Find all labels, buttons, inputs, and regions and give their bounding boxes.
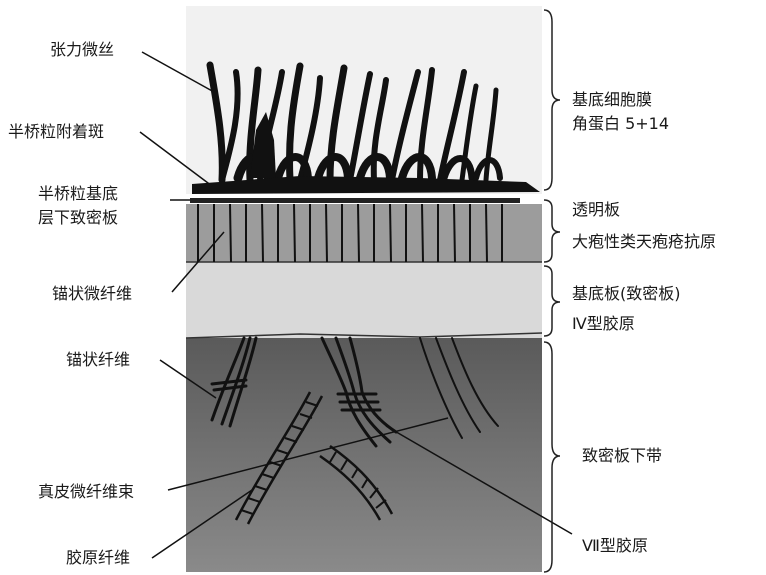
label-collagen-fibers: 胶原纤维 (66, 548, 130, 568)
label-anchoring-filaments: 锚状微纤维 (52, 284, 132, 304)
label-lamina-lucida: 透明板 (572, 200, 620, 220)
label-type-vii-collagen: Ⅶ型胶原 (582, 536, 648, 556)
label-hemidesmosome-plaque: 半桥粒附着斑 (8, 122, 104, 142)
lamina-densa-band (186, 262, 542, 338)
label-type-iv-collagen: Ⅳ型胶原 (572, 314, 635, 334)
right-braces (544, 10, 560, 572)
label-sublamina-densa: 致密板下带 (582, 446, 662, 466)
label-tonofilaments: 张力微丝 (50, 40, 114, 60)
label-keratin: 角蛋白 5+14 (572, 114, 669, 134)
label-sub-basal-dense-plate-line1: 半桥粒基底 (38, 184, 118, 204)
label-dermal-microfibril-bundle: 真皮微纤维束 (38, 482, 134, 502)
sub-basal-dense-plate (190, 198, 520, 203)
label-sub-basal-dense-plate-line2: 层下致密板 (38, 208, 118, 228)
label-basal-cell-membrane: 基底细胞膜 (572, 90, 652, 110)
label-anchoring-fibrils: 锚状纤维 (66, 350, 130, 370)
label-lamina-densa: 基底板(致密板) (572, 284, 681, 304)
lamina-lucida-band (186, 204, 542, 262)
label-bullous-pemphigoid-antigen: 大疱性类天疱疮抗原 (572, 232, 716, 252)
